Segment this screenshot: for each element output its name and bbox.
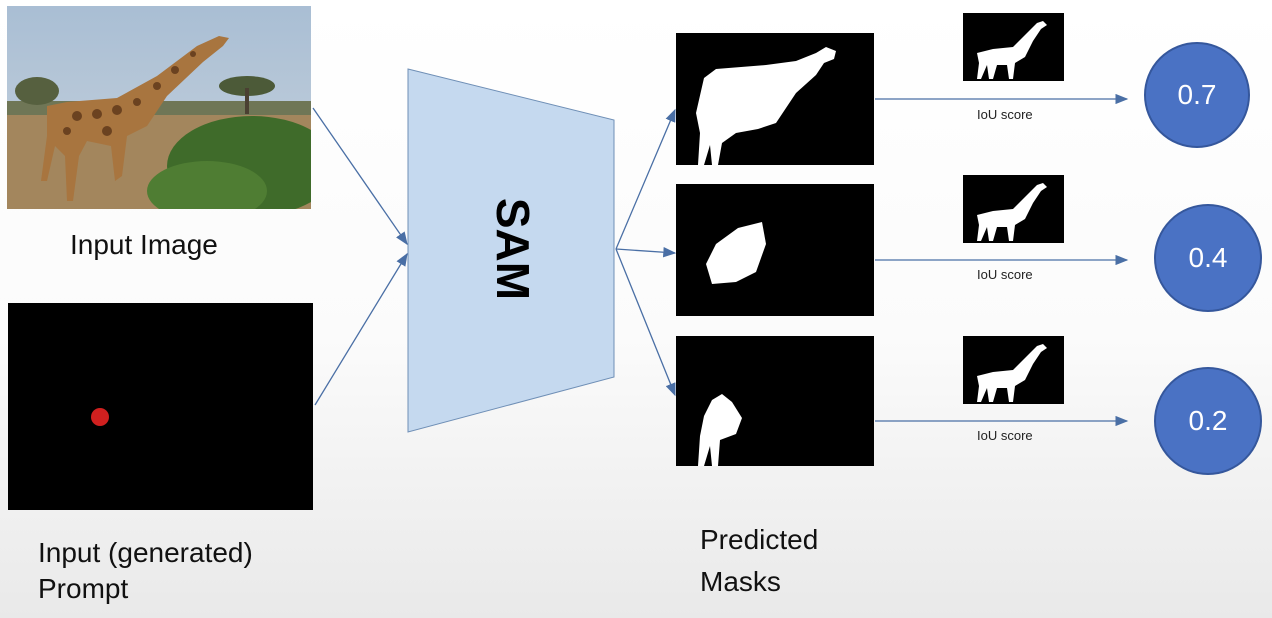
iou-score-label-3: IoU score (977, 428, 1033, 443)
iou-score-label-2: IoU score (977, 267, 1033, 282)
iou-score-value-3: 0.2 (1188, 405, 1228, 436)
arrow-image-to-sam (312, 107, 408, 246)
reference-mask-thumbnail-1 (963, 13, 1064, 81)
reference-mask-thumbnail-3 (963, 336, 1064, 404)
input-image-label: Input Image (70, 229, 218, 260)
iou-score-circle-1: 0.7 (1144, 42, 1250, 148)
predicted-masks-label: Predicted Masks (700, 519, 818, 603)
arrow-sam-to-mask-2 (615, 247, 677, 258)
arrow-prompt-to-sam (314, 252, 408, 406)
iou-score-value-2: 0.4 (1188, 242, 1228, 273)
iou-score-circle-2: 0.4 (1154, 204, 1262, 312)
predicted-masks-label-line2: Masks (700, 566, 781, 597)
sam-model-block (407, 68, 615, 433)
arrow-sam-to-mask-1 (615, 108, 676, 250)
input-prompt-label: Input (generated) Prompt (38, 535, 253, 607)
input-image-photo (7, 6, 311, 209)
predicted-mask-3 (676, 336, 874, 466)
prompt-point-marker (91, 408, 109, 426)
iou-score-value-1: 0.7 (1177, 79, 1217, 110)
predicted-mask-1 (676, 33, 874, 165)
iou-score-label-1: IoU score (977, 107, 1033, 122)
iou-score-circle-3: 0.2 (1154, 367, 1262, 475)
predicted-mask-2 (676, 184, 874, 316)
input-prompt-image (8, 303, 313, 510)
input-prompt-label-line2: Prompt (38, 573, 129, 604)
arrow-sam-to-mask-3 (615, 248, 676, 397)
reference-mask-thumbnail-2 (963, 175, 1064, 243)
sam-label: SAM (487, 197, 539, 301)
input-prompt-label-line1: Input (generated) (38, 537, 253, 568)
predicted-masks-label-line1: Predicted (700, 524, 819, 555)
